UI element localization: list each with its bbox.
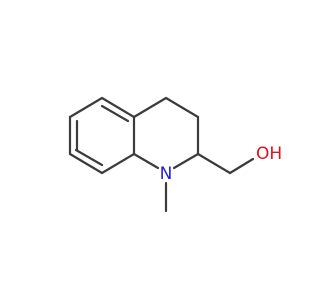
double-bond-benzene-b (74, 148, 104, 167)
double-bond-benzene-a (100, 104, 130, 123)
bond-c4a-c4 (132, 96, 168, 119)
bond-c2-n (172, 152, 200, 170)
hydroxyl-label: OH (256, 144, 282, 164)
bond-c4-c3 (164, 96, 200, 119)
nitrogen-label: N (160, 164, 173, 184)
bond-c2-ch2 (196, 152, 232, 175)
bond-benzene-6 (68, 96, 104, 119)
substituents (164, 152, 255, 213)
bond-benzene-3 (100, 152, 136, 175)
saturated-ring (132, 96, 200, 170)
molecule-drawing: N OH (68, 96, 282, 213)
bond-ch2-o (228, 157, 255, 175)
bond-benzene-4 (68, 152, 104, 175)
structure-canvas: N OH (68, 96, 283, 213)
bond-n-c8a (132, 152, 160, 170)
bond-benzene-1 (100, 96, 136, 119)
benzene-ring (68, 96, 136, 175)
